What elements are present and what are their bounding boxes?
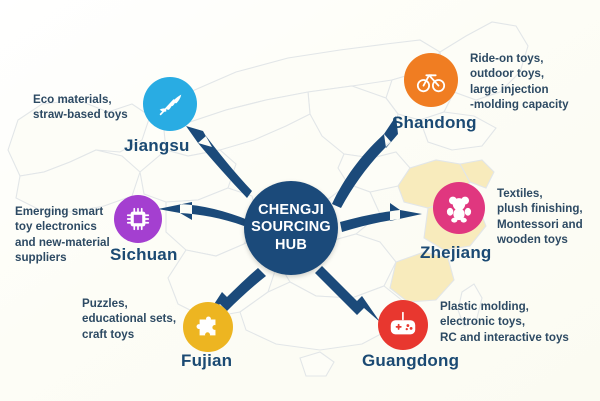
arrow-to-sichuan — [158, 202, 248, 226]
node-shandong[interactable] — [404, 53, 458, 107]
description-jiangsu: Eco materials, straw-based toys — [33, 93, 128, 122]
description-guangdong: Plastic molding, electronic toys, RC and… — [440, 300, 569, 344]
node-guangdong[interactable] — [378, 300, 428, 350]
central-hub[interactable]: CHENGJI SOURCING HUB — [244, 181, 338, 275]
arrow-to-guangdong — [315, 266, 380, 322]
microchip-icon — [124, 205, 152, 233]
node-fujian[interactable] — [183, 302, 233, 352]
label-fujian: Fujian — [181, 351, 233, 370]
description-fujian: Puzzles, educational sets, craft toys — [82, 297, 177, 341]
label-guangdong: Guangdong — [362, 351, 460, 370]
gamepad-icon — [387, 309, 419, 341]
hub-label: CHENGJI SOURCING HUB — [251, 202, 331, 253]
label-jiangsu: Jiangsu — [124, 136, 190, 155]
label-sichuan: Sichuan — [110, 245, 178, 264]
node-zhejiang[interactable] — [433, 182, 485, 234]
description-sichuan: Emerging smart toy electronics and new-m… — [15, 205, 110, 265]
description-zhejiang: Textiles, plush finishing, Montessori an… — [497, 187, 583, 247]
arrow-group — [158, 116, 422, 322]
puzzle-piece-icon — [194, 313, 222, 341]
arrow-to-fujian — [205, 268, 266, 318]
arrow-to-zhejiang — [340, 203, 422, 232]
description-shandong: Ride-on toys, outdoor toys, large inject… — [470, 52, 569, 112]
bicycle-icon — [415, 64, 447, 96]
label-shandong: Shandong — [392, 113, 477, 132]
arrow-to-shandong — [332, 116, 398, 208]
arrow-to-jiangsu — [186, 126, 252, 198]
node-jiangsu[interactable] — [143, 77, 197, 131]
node-sichuan[interactable] — [114, 195, 162, 243]
teddy-bear-icon — [444, 193, 474, 223]
label-zhejiang: Zhejiang — [420, 243, 492, 262]
wheat-icon — [155, 89, 185, 119]
